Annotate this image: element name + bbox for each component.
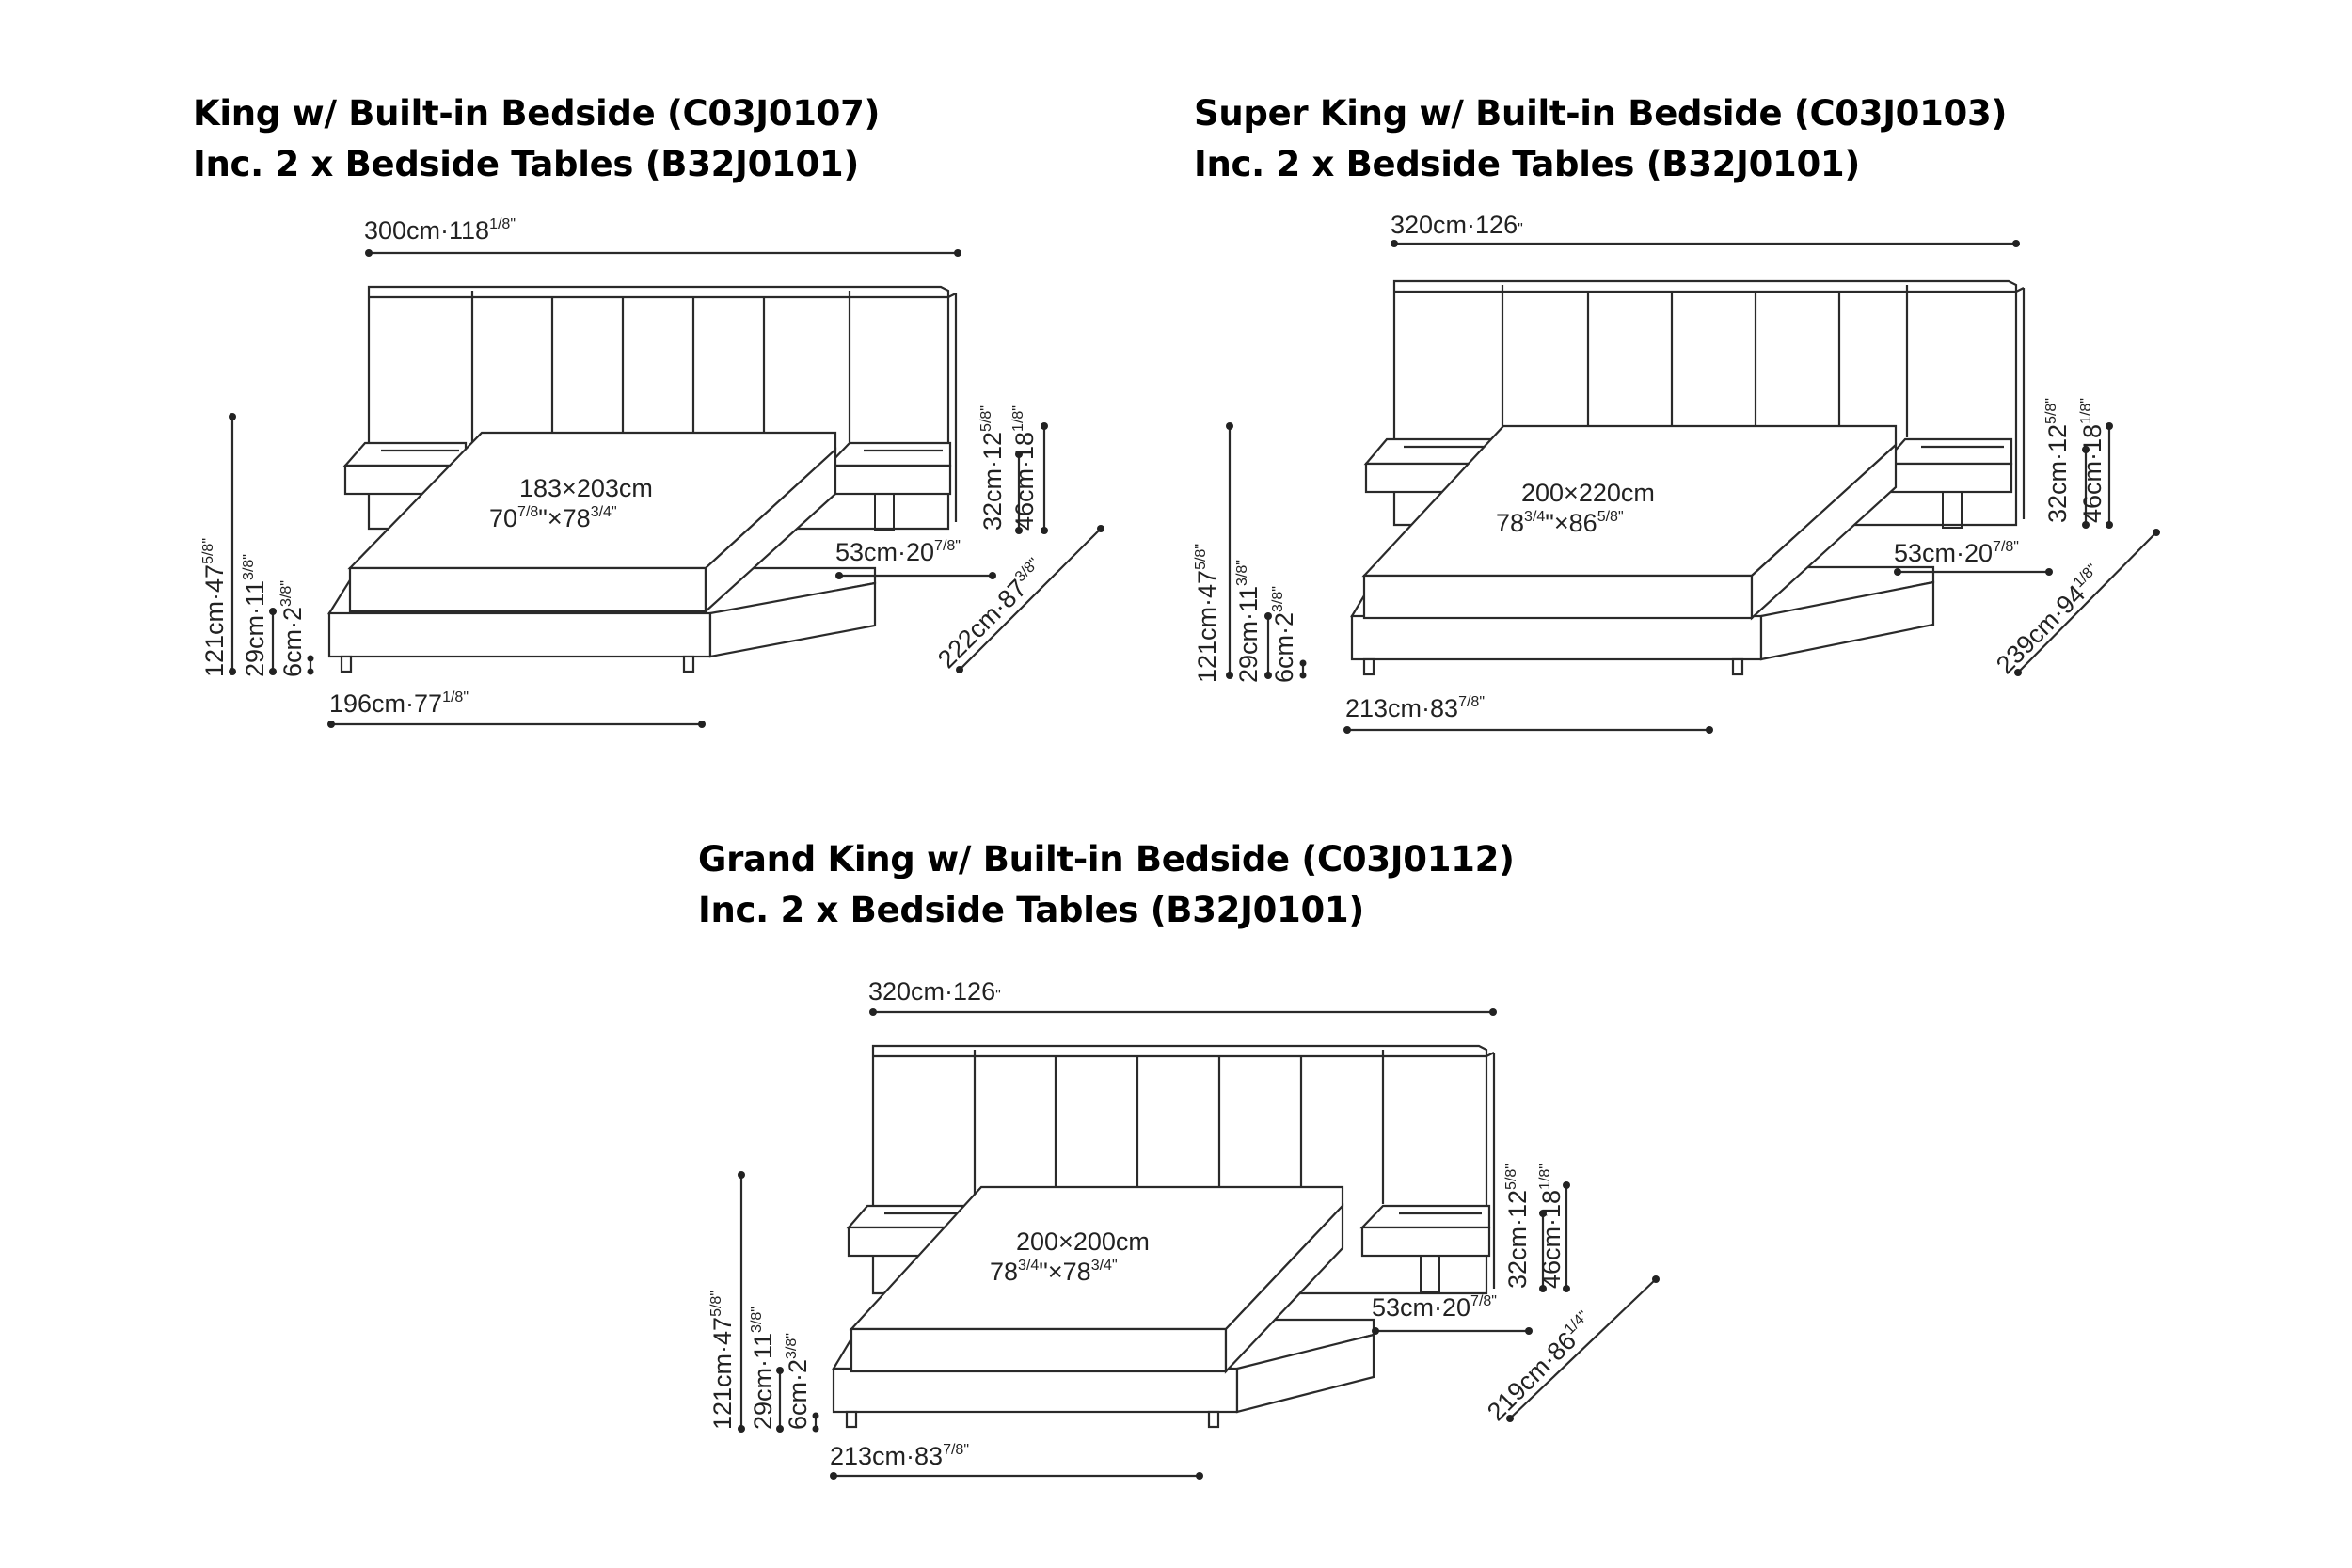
title-line-2: Inc. 2 x Bedside Tables (B32J0101)	[193, 144, 859, 184]
panel-grand-king: Grand King w/ Built-in Bedside (C03J0112…	[649, 781, 1825, 1568]
mattress-size-inch: 783/4"×865/8"	[1496, 509, 1624, 537]
svg-text:121cm·475/8": 121cm·475/8"	[200, 538, 229, 677]
mattress-size-inch: 707/8"×783/4"	[489, 504, 617, 532]
svg-text:46cm·181/8": 46cm·181/8"	[1010, 405, 1039, 531]
table-depth-dimension: 53cm·207/8"	[1894, 539, 2053, 576]
bed-drawing: 300cm·1181/8"	[200, 216, 1104, 728]
panel-title: Super King w/ Built-in Bedside (C03J0103…	[1194, 88, 2007, 190]
right-bedside-table	[1359, 1204, 1491, 1292]
base-width-dimension: 196cm·771/8"	[327, 689, 706, 728]
svg-text:320cm·126": 320cm·126"	[868, 977, 1001, 1006]
svg-text:121cm·475/8": 121cm·475/8"	[708, 1291, 737, 1430]
table-height-dimensions: 32cm·125/8" 46cm·181/8"	[978, 405, 1048, 534]
table-depth-dimension: 53cm·207/8"	[835, 538, 996, 579]
panel-title: Grand King w/ Built-in Bedside (C03J0112…	[698, 834, 1515, 936]
svg-text:29cm·113/8": 29cm·113/8"	[749, 1307, 777, 1430]
svg-text:46cm·181/8": 46cm·181/8"	[1537, 1164, 1565, 1289]
svg-text:300cm·1181/8": 300cm·1181/8"	[364, 216, 516, 245]
mattress	[1361, 424, 1898, 621]
right-bedside-table	[1881, 437, 2013, 529]
width-dimension: 300cm·1181/8"	[364, 216, 961, 257]
bed-drawing: 320cm·126"	[1193, 211, 2160, 734]
svg-text:219cm·861/4": 219cm·861/4"	[1482, 1307, 1600, 1426]
svg-text:320cm·126": 320cm·126"	[1391, 211, 1523, 239]
right-bedside-table	[825, 441, 952, 531]
panel-super-king: Super King w/ Built-in Bedside (C03J0103…	[1176, 0, 2352, 781]
width-dimension: 320cm·126"	[1391, 211, 2020, 247]
width-dimension: 320cm·126"	[868, 977, 1497, 1016]
svg-text:32cm·125/8": 32cm·125/8"	[2043, 398, 2072, 523]
width-frac: 1/8	[489, 216, 510, 232]
base-width-dimension: 213cm·837/8"	[1343, 694, 1713, 734]
svg-text:53cm·207/8": 53cm·207/8"	[1894, 539, 2019, 567]
svg-text:239cm·941/8": 239cm·941/8"	[1991, 561, 2109, 679]
table-height-dimensions: 32cm·125/8" 46cm·181/8"	[2043, 398, 2113, 529]
title-line-2: Inc. 2 x Bedside Tables (B32J0101)	[698, 890, 1364, 930]
title-line-1: Super King w/ Built-in Bedside (C03J0103…	[1194, 93, 2008, 134]
height-dimensions: 121cm·475/8" 29cm·113/8" 6cm·23/8"	[1193, 422, 1307, 683]
table-depth-dimension: 53cm·207/8"	[1372, 1293, 1533, 1335]
svg-text:6cm·23/8": 6cm·23/8"	[278, 580, 307, 677]
svg-text:6cm·23/8": 6cm·23/8"	[1270, 586, 1298, 683]
title-line-1: King w/ Built-in Bedside (C03J0107)	[193, 93, 881, 134]
bed-drawing: 320cm·126"	[708, 977, 1660, 1480]
svg-text:213cm·837/8": 213cm·837/8"	[830, 1442, 969, 1470]
height-dimensions: 121cm·475/8" 29cm·113/8" 6cm·23/8"	[200, 413, 314, 677]
mattress	[347, 431, 837, 614]
svg-text:29cm·113/8": 29cm·113/8"	[1234, 560, 1263, 683]
svg-text:196cm·771/8": 196cm·771/8"	[329, 689, 469, 718]
svg-text:6cm·23/8": 6cm·23/8"	[784, 1333, 812, 1430]
svg-text:53cm·207/8": 53cm·207/8"	[835, 538, 961, 566]
base-width-dimension: 213cm·837/8"	[830, 1442, 1203, 1480]
mattress	[849, 1185, 1344, 1374]
panel-title: King w/ Built-in Bedside (C03J0107) Inc.…	[193, 88, 880, 190]
panel-king: King w/ Built-in Bedside (C03J0107) Inc.…	[0, 0, 1176, 781]
table-height-dimensions: 32cm·125/8" 46cm·181/8"	[1503, 1164, 1570, 1292]
mattress-size-cm: 200×220cm	[1521, 479, 1655, 507]
svg-text:213cm·837/8": 213cm·837/8"	[1345, 694, 1485, 722]
mattress-size-cm: 200×200cm	[1016, 1227, 1150, 1256]
title-line-2: Inc. 2 x Bedside Tables (B32J0101)	[1194, 144, 1860, 184]
height-dimensions: 121cm·475/8" 29cm·113/8" 6cm·23/8"	[708, 1171, 819, 1433]
svg-text:46cm·181/8": 46cm·181/8"	[2078, 398, 2106, 523]
svg-text:121cm·475/8": 121cm·475/8"	[1193, 544, 1221, 683]
svg-text:32cm·125/8": 32cm·125/8"	[978, 405, 1007, 531]
svg-text:53cm·207/8": 53cm·207/8"	[1372, 1293, 1497, 1322]
width-cm: 300cm·118	[364, 216, 489, 245]
svg-text:32cm·125/8": 32cm·125/8"	[1503, 1164, 1532, 1289]
diagonal-dimension: 219cm·861/4"	[1482, 1275, 1660, 1426]
mattress-size-cm: 183×203cm	[519, 474, 653, 502]
mattress-size-inch: 783/4"×783/4"	[990, 1258, 1118, 1286]
title-line-1: Grand King w/ Built-in Bedside (C03J0112…	[698, 839, 1515, 879]
svg-text:29cm·113/8": 29cm·113/8"	[241, 554, 269, 677]
